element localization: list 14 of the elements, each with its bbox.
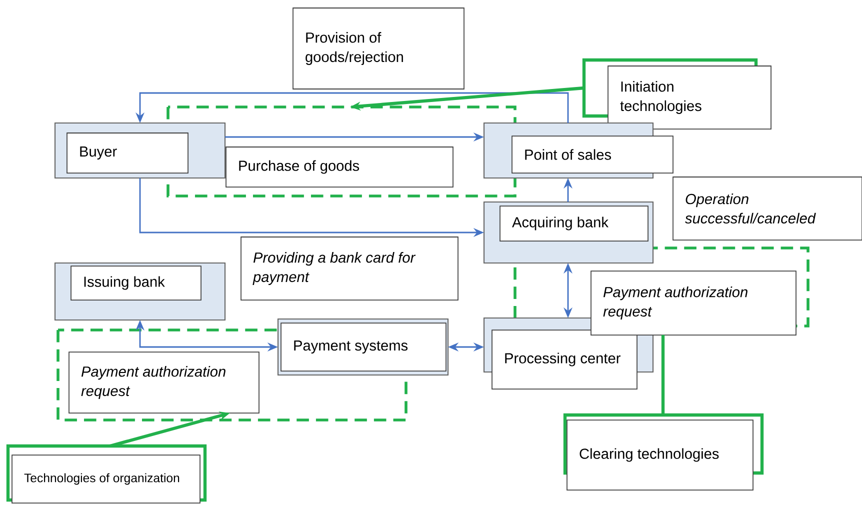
message-box: Purchase of goods [226, 146, 454, 188]
message-box: Operation successful/canceled [672, 176, 862, 240]
message-box: Providing a bank card for payment [240, 236, 458, 300]
participant-box: Acquiring bank [483, 201, 654, 264]
participant-box: Payment systems [277, 318, 449, 376]
technology-box: Clearing technologies [563, 413, 764, 490]
message-box: Payment authorization request [590, 270, 796, 336]
message-box: Provision of goods/rejection [292, 8, 464, 90]
technology-box: Technologies of organization [6, 444, 207, 504]
participant-box: Buyer [54, 122, 226, 179]
message-box: Payment authorization request [68, 352, 260, 414]
participant-box: Point of sales [483, 122, 674, 179]
participant-box: Issuing bank [54, 262, 226, 321]
technology-box: Initiation technologies [582, 58, 772, 130]
